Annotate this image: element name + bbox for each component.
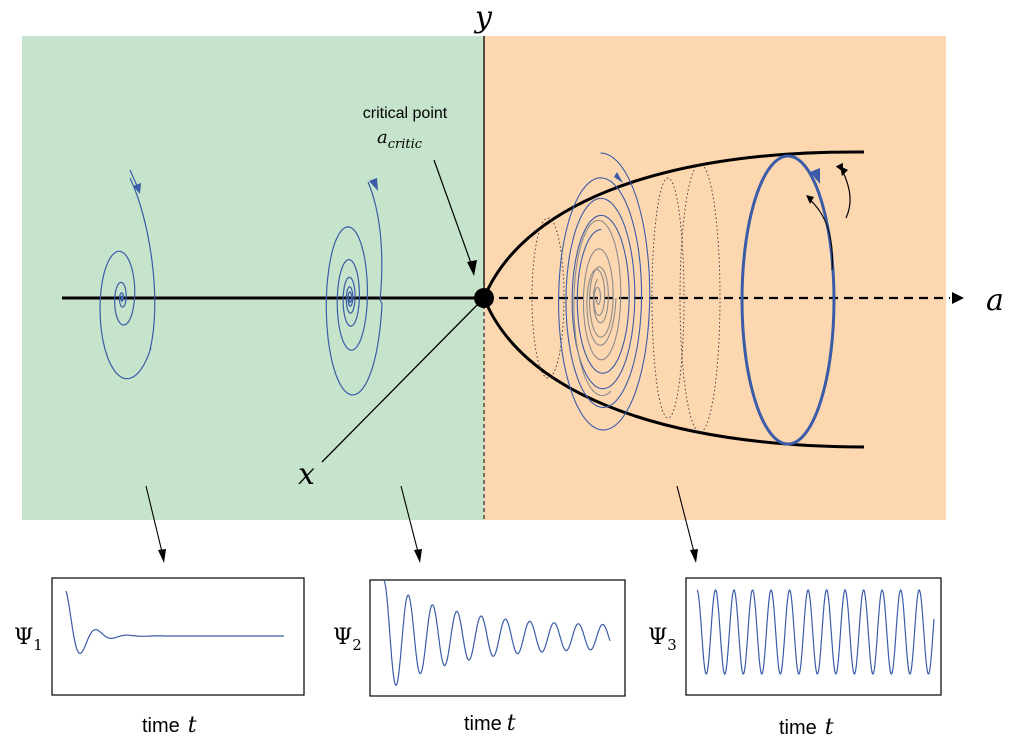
limit-cycle	[740, 154, 836, 446]
time-series-2	[383, 580, 611, 686]
parabola-upper	[482, 150, 865, 299]
critical-point-label: critical point	[363, 105, 448, 122]
time-series-3	[696, 589, 935, 675]
damped-spiral-2	[325, 181, 383, 396]
damped-spiral-1	[99, 177, 156, 380]
panel-1-symbol: Ψ1	[14, 625, 43, 654]
y-axis-label: y	[473, 0, 493, 35]
pointer-head-3	[690, 549, 698, 563]
x-axis-line	[321, 297, 485, 463]
x-axis-label: x	[298, 457, 315, 492]
panel-3-symbol: Ψ3	[648, 625, 677, 654]
dotted-cycles	[531, 163, 721, 433]
panel-2-frame	[369, 579, 626, 697]
attract-arrow-outer-head	[840, 166, 848, 176]
unstable-region	[484, 36, 946, 520]
panel-pointers	[145, 485, 695, 553]
panel-2-symbol: Ψ2	[333, 625, 362, 654]
critical-point-pointer-head	[467, 260, 477, 276]
spiral1-arrowhead	[133, 183, 141, 194]
time-series-1	[65, 590, 284, 654]
limit-cycle-convergence	[558, 152, 651, 431]
critical-point-pointer	[433, 159, 473, 267]
critical-point	[474, 288, 494, 308]
attract-arrow-outer	[835, 162, 851, 219]
a-axis-label: a	[986, 283, 1004, 318]
pointer-head-1	[158, 549, 166, 563]
pointer-head-2	[414, 549, 422, 563]
attract-arrow-inner-head	[806, 195, 814, 204]
spiral2-arrowhead	[369, 178, 378, 191]
stable-region	[22, 36, 484, 520]
limit-cycle-arrowhead	[810, 168, 820, 184]
spiral3-arrowhead	[614, 172, 623, 183]
a-axis-arrowhead	[952, 292, 964, 304]
critical-point-symbol: acritic	[377, 127, 423, 152]
attract-arrow-inner	[807, 197, 833, 271]
